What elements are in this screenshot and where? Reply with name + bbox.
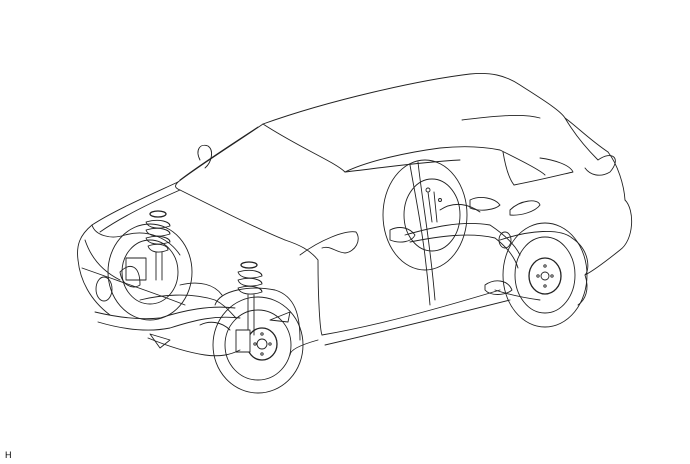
- rear-suspension-member: [389, 187, 541, 301]
- front-left-strut: [119, 210, 171, 288]
- rear-left-wheel: [382, 159, 468, 271]
- vehicle-body-outline: [77, 73, 632, 356]
- front-suspension-member: [94, 282, 291, 357]
- rear-right-wheel: [502, 222, 588, 328]
- figure-code-label: H: [5, 450, 12, 460]
- front-right-strut: [235, 261, 263, 353]
- front-right-wheel: [212, 296, 304, 394]
- front-left-wheel: [107, 223, 193, 321]
